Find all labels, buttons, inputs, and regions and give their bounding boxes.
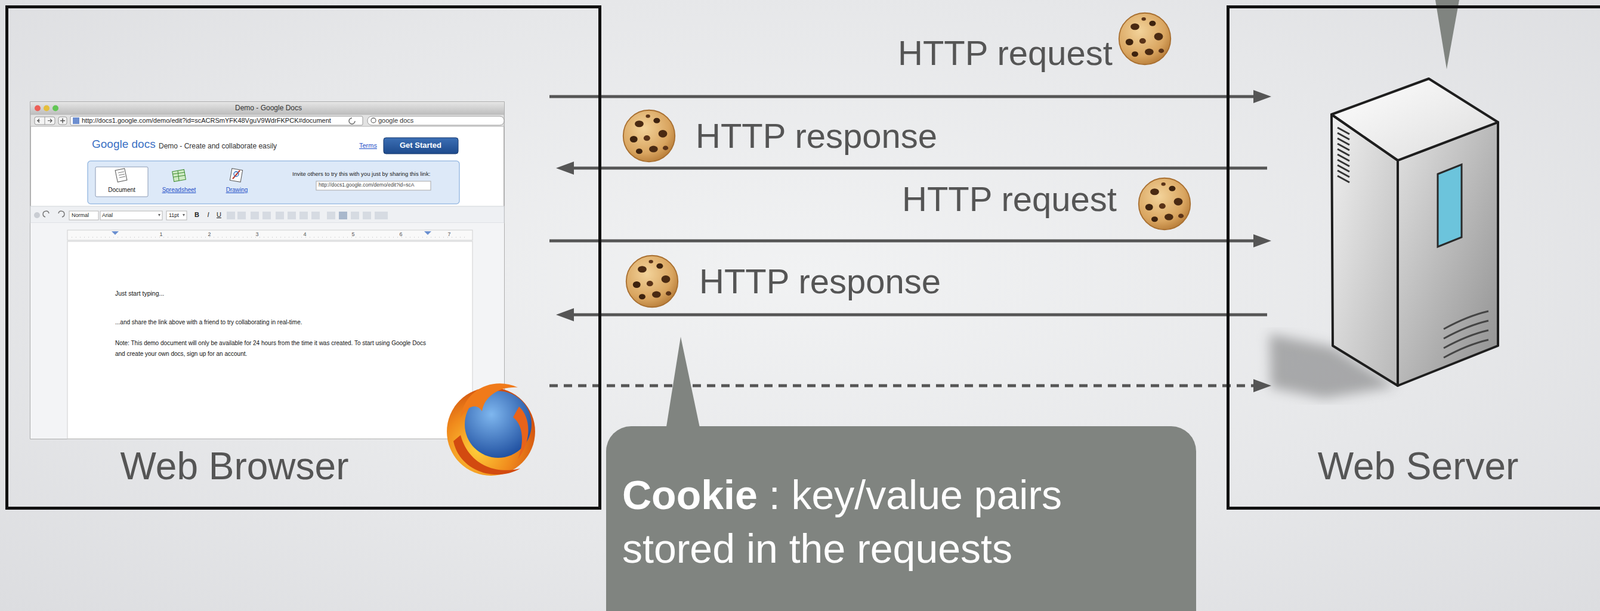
screenshot-text: 7 xyxy=(447,231,451,239)
screenshot-text: Drawing xyxy=(226,186,249,194)
arrow-head xyxy=(556,308,574,322)
screenshot-text: 4 xyxy=(303,231,307,239)
screenshot-text: 5 xyxy=(351,231,355,239)
cookie-icon xyxy=(626,255,678,308)
callout-pointer xyxy=(1435,0,1460,70)
screenshot-text: google docs xyxy=(378,116,414,125)
callout-text: Cookie: key/value pairs stored in the re… xyxy=(622,468,1148,576)
firefox-logo xyxy=(446,383,536,477)
panel-title: Web Server xyxy=(1317,445,1519,490)
cookie-icon xyxy=(1119,13,1171,65)
screenshot-text: 11pt xyxy=(168,212,179,219)
drawing-icon xyxy=(229,168,243,183)
screenshot-text: http://docs1.google.com/demo/edit?id=scA… xyxy=(81,116,332,125)
dashed-connector xyxy=(549,379,1272,393)
callout-pointer xyxy=(665,337,701,431)
screenshot-text: 1 xyxy=(159,231,163,239)
screenshot-text: 6 xyxy=(399,231,403,239)
connector-line xyxy=(569,167,1268,171)
screenshot-text: Note: This demo document will only be av… xyxy=(115,338,432,360)
connector-line xyxy=(549,384,1259,388)
message-label: HTTP response xyxy=(695,115,938,157)
screenshot-text: Google docs xyxy=(91,137,156,152)
screenshot-text: Invite others to try this with you just … xyxy=(292,170,431,178)
message-label: HTTP request xyxy=(897,32,1113,74)
screenshot-text: Terms xyxy=(359,141,378,150)
message-label: HTTP response xyxy=(699,260,941,303)
cookie-icon xyxy=(1138,178,1191,230)
screenshot-text: Document xyxy=(107,186,136,194)
message-arrow xyxy=(549,90,1272,104)
arrow-head xyxy=(1253,234,1272,248)
message-arrow xyxy=(556,308,1268,322)
screenshot-text: Normal xyxy=(71,212,89,219)
arrow-head xyxy=(556,161,574,175)
server-panel: Web Server xyxy=(1226,5,1600,511)
screenshot-text: ...and share the link above with a frien… xyxy=(115,319,303,327)
server-illustration xyxy=(1269,78,1498,399)
message-arrow xyxy=(549,234,1272,248)
screenshot-text: Demo - Google Docs xyxy=(235,103,302,113)
browser-panel: Web Browser xyxy=(5,5,602,511)
cookie-callout: Cookie: key/value pairs stored in the re… xyxy=(606,426,1197,611)
arrow-head xyxy=(1253,90,1272,104)
message-label: HTTP request xyxy=(902,178,1117,221)
screenshot-text: 3 xyxy=(255,231,259,239)
screenshot-text: Arial xyxy=(102,212,113,219)
spreadsheet-icon xyxy=(172,169,187,182)
connector-line xyxy=(549,95,1259,99)
panel-title: Web Browser xyxy=(120,445,349,490)
screenshot-text: Just start typing... xyxy=(115,289,165,298)
callout-term: Cookie xyxy=(622,472,758,518)
message-arrow xyxy=(556,161,1268,175)
screenshot-text: B xyxy=(194,211,200,219)
screenshot-text: 2 xyxy=(207,231,211,239)
screenshot-text: Get Started xyxy=(399,140,442,151)
screenshot-text: U xyxy=(216,211,222,219)
connector-line xyxy=(569,313,1268,317)
arrow-head xyxy=(1253,379,1272,393)
connector-line xyxy=(549,239,1259,243)
screenshot-text: Spreadsheet xyxy=(162,186,197,194)
doc-icon xyxy=(115,168,128,183)
screenshot-text: http://docs1.google.com/demo/edit?id=scA xyxy=(318,181,415,188)
browser-screenshot xyxy=(30,102,505,440)
screenshot-text: Demo - Create and collaborate easily xyxy=(158,141,277,151)
cookie-icon xyxy=(623,110,675,162)
screenshot-text: I xyxy=(207,211,209,219)
